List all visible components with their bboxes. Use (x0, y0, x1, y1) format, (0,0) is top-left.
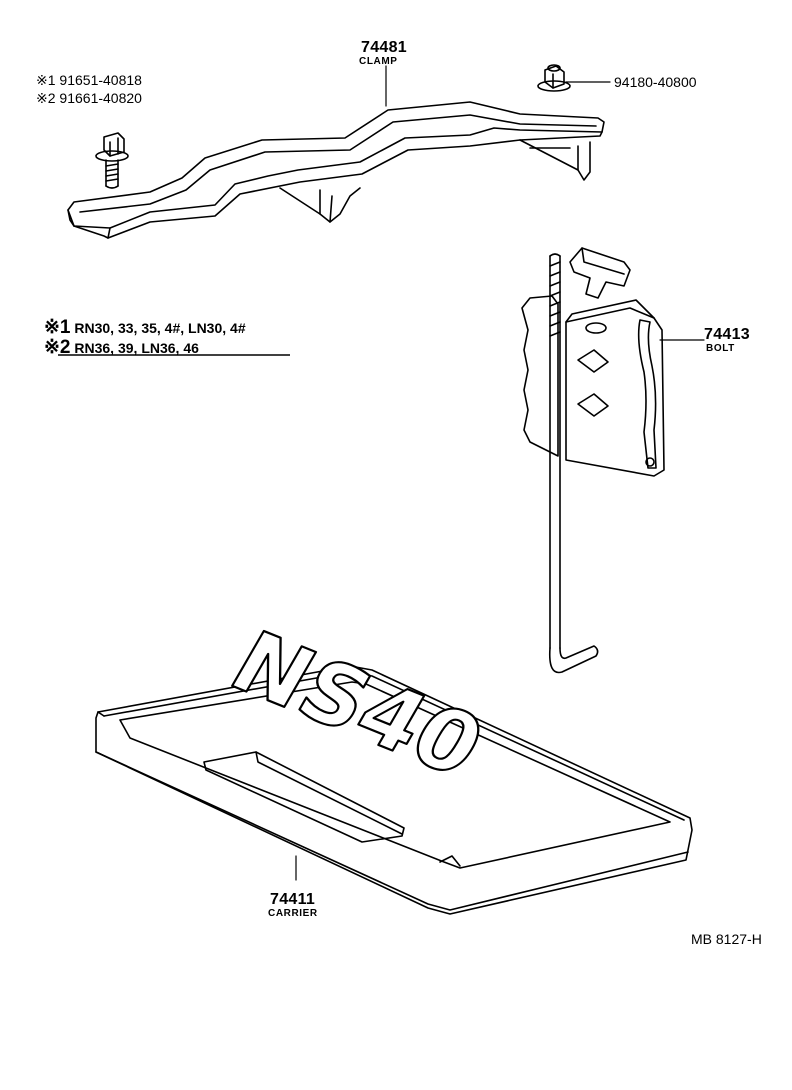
carrier-part-name: CARRIER (268, 908, 318, 919)
bolt-part-name: BOLT (706, 343, 735, 354)
applicability-note-1: ※1 RN30, 33, 35, 4#, LN30, 4# (44, 318, 246, 337)
variant1-number: 91651-40818 (59, 72, 142, 88)
bolt-part-number: 74413 (704, 326, 750, 343)
ns40-marking: NS40 (213, 613, 501, 797)
hold-down-bolt-drawing (521, 247, 665, 674)
note2-mark: ※2 (44, 337, 71, 358)
clamp-drawing (67, 101, 605, 239)
note2-models: RN36, 39, LN36, 46 (74, 340, 199, 356)
carrier-drawing (95, 665, 693, 915)
clamp-bolt-variant2: ※2 91661-40820 (36, 91, 142, 105)
variant2-mark: ※2 (36, 90, 56, 106)
variant2-number: 91661-40820 (59, 90, 142, 106)
clamp-bolt-variant1: ※1 91651-40818 (36, 73, 142, 87)
tray-marking: NS40 (214, 614, 499, 796)
clamp-part-name: CLAMP (359, 56, 398, 67)
applicability-note-2: ※2 RN36, 39, LN36, 46 (44, 338, 199, 357)
note1-mark: ※1 (44, 317, 71, 338)
clamp-bolt-drawing (95, 132, 129, 189)
note1-models: RN30, 33, 35, 4#, LN30, 4# (74, 320, 246, 336)
clamp-part-number: 74481 (361, 39, 407, 56)
drawing-code: MB 8127-H (691, 931, 762, 947)
carrier-part-number: 74411 (270, 891, 316, 908)
nut-part-number: 94180-40800 (614, 74, 697, 90)
nut-drawing (537, 64, 571, 92)
variant1-mark: ※1 (36, 72, 56, 88)
